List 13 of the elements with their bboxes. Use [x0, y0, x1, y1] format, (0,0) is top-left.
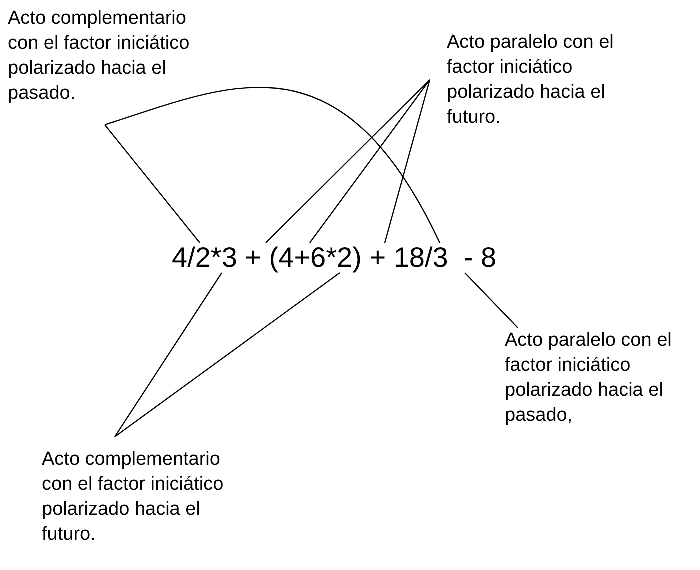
leader-line: [114, 272, 222, 438]
leader-line: [384, 80, 431, 244]
leader-line: [104, 124, 200, 244]
callout-text: Acto complementario con el factor iniciático polarizado hacia el futuro.: [42, 437, 242, 547]
leader-line: [114, 272, 340, 438]
leader-line: [104, 87, 441, 244]
callout-text: Acto complementario con el factor iniciático polarizado hacia el pasado.: [8, 6, 208, 125]
leader-line: [464, 272, 518, 328]
leader-line: [310, 80, 430, 244]
leader-line: [266, 80, 430, 244]
callout-text: Acto paralelo con el factor iniciático polarizado hacia el futuro.: [430, 30, 647, 130]
callout-text: Acto paralelo con el factor iniciático polarizado hacia el pasado,: [505, 328, 700, 428]
expression-text: 4/2*3 + (4+6*2) + 18/3 - 8: [172, 243, 497, 273]
